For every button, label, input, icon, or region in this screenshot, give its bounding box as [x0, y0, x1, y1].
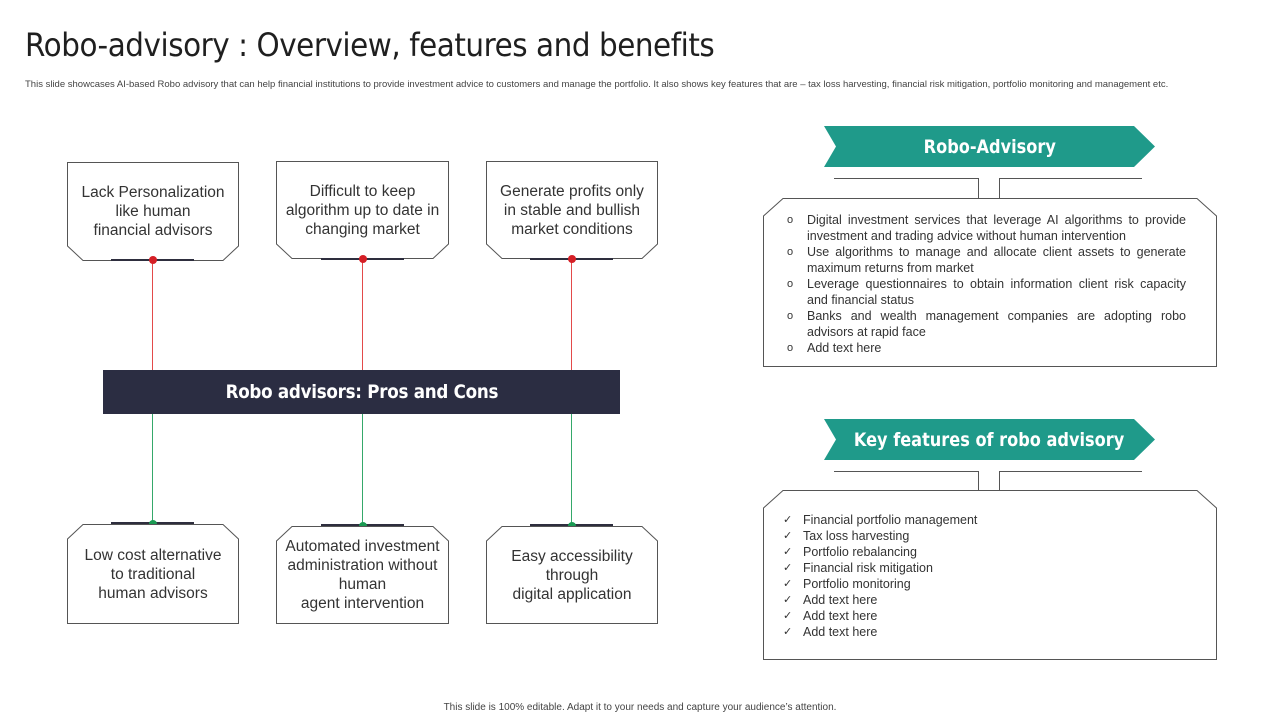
cons-connector-1-dot	[148, 256, 157, 264]
checkmark-icon: ✓	[783, 562, 793, 574]
cons-card-1: Lack Personalization like human financia…	[67, 162, 239, 261]
pros-card-text: Low cost alternative to traditional huma…	[84, 546, 222, 602]
bullet-circle-icon: o	[787, 342, 794, 354]
pros-cons-banner: Robo advisors: Pros and Cons	[103, 370, 620, 414]
bullet-circle-icon: o	[787, 278, 794, 290]
pros-card-2: Automated investment administration with…	[276, 526, 449, 624]
features-heading-banner: Key features of robo advisory	[824, 419, 1155, 460]
cons-connector-2-dot	[358, 255, 367, 263]
checkmark-icon: ✓	[783, 514, 793, 526]
card-frame	[486, 526, 658, 624]
cons-card-text: Difficult to keep algorithm up to date i…	[285, 182, 440, 238]
checkmark-icon: ✓	[783, 578, 793, 590]
page-title: Robo-advisory : Overview, features and b…	[25, 26, 715, 64]
pros-connector-3	[571, 414, 572, 526]
overview-heading: Robo-Advisory	[923, 135, 1056, 158]
features-heading: Key features of robo advisory	[854, 428, 1125, 451]
checkmark-icon: ✓	[783, 530, 793, 542]
list-item: ✓Portfolio rebalancing	[783, 545, 917, 559]
card-frame	[67, 162, 239, 261]
page-subtitle: This slide showcases AI-based Robo advis…	[25, 79, 1169, 90]
footer-note: This slide is 100% editable. Adapt it to…	[443, 702, 837, 713]
pros-connector-1	[152, 414, 153, 525]
list-item: ✓Add text here	[783, 609, 878, 623]
cons-connector-2	[362, 260, 363, 370]
card-frame	[276, 161, 449, 259]
overview-connector	[834, 178, 1142, 198]
cons-card-2: Difficult to keep algorithm up to date i…	[276, 161, 449, 259]
checkmark-icon: ✓	[783, 546, 793, 558]
checkmark-icon: ✓	[783, 610, 793, 622]
cons-connector-3-dot	[567, 255, 576, 263]
card-frame	[486, 161, 658, 259]
pros-cons-banner-label: Robo advisors: Pros and Cons	[225, 381, 498, 403]
list-item: ✓Add text here	[783, 625, 878, 639]
cons-card-text: Lack Personalization like human financia…	[81, 184, 225, 239]
bullet-circle-icon: o	[787, 310, 794, 322]
features-list: ✓Financial portfolio management ✓Tax los…	[783, 512, 1186, 640]
bullet-circle-icon: o	[787, 214, 794, 226]
card-frame	[67, 524, 239, 624]
checkmark-icon: ✓	[783, 594, 793, 606]
cons-card-text: Generate profits only in stable and bull…	[500, 182, 644, 238]
cons-connector-1	[152, 261, 153, 370]
cons-card-3: Generate profits only in stable and bull…	[486, 161, 658, 259]
arrow-banner-shape	[824, 419, 1155, 460]
list-item: ✓Tax loss harvesting	[783, 529, 910, 543]
panel-frame	[763, 198, 1217, 367]
list-item: ✓Financial portfolio management	[783, 513, 978, 527]
features-panel: ✓Financial portfolio management ✓Tax los…	[763, 490, 1217, 660]
panel-frame	[763, 490, 1217, 660]
list-item: ✓Add text here	[783, 593, 878, 607]
pros-card-text: Easy accessibility through digital appli…	[511, 547, 633, 603]
pros-card-text: Automated investment administration with…	[285, 538, 440, 612]
list-item: ✓Portfolio monitoring	[783, 577, 911, 591]
arrow-banner-shape	[824, 126, 1155, 167]
features-connector	[834, 471, 1142, 491]
pros-card-3: Easy accessibility through digital appli…	[486, 526, 658, 624]
pros-card-1: Low cost alternative to traditional huma…	[67, 524, 239, 624]
card-frame	[276, 526, 449, 624]
checkmark-icon: ✓	[783, 626, 793, 638]
overview-heading-banner: Robo-Advisory	[824, 126, 1155, 167]
cons-connector-3	[571, 260, 572, 370]
pros-connector-2	[362, 414, 363, 526]
list-item: ✓Financial risk mitigation	[783, 561, 933, 575]
bullet-circle-icon: o	[787, 246, 794, 258]
